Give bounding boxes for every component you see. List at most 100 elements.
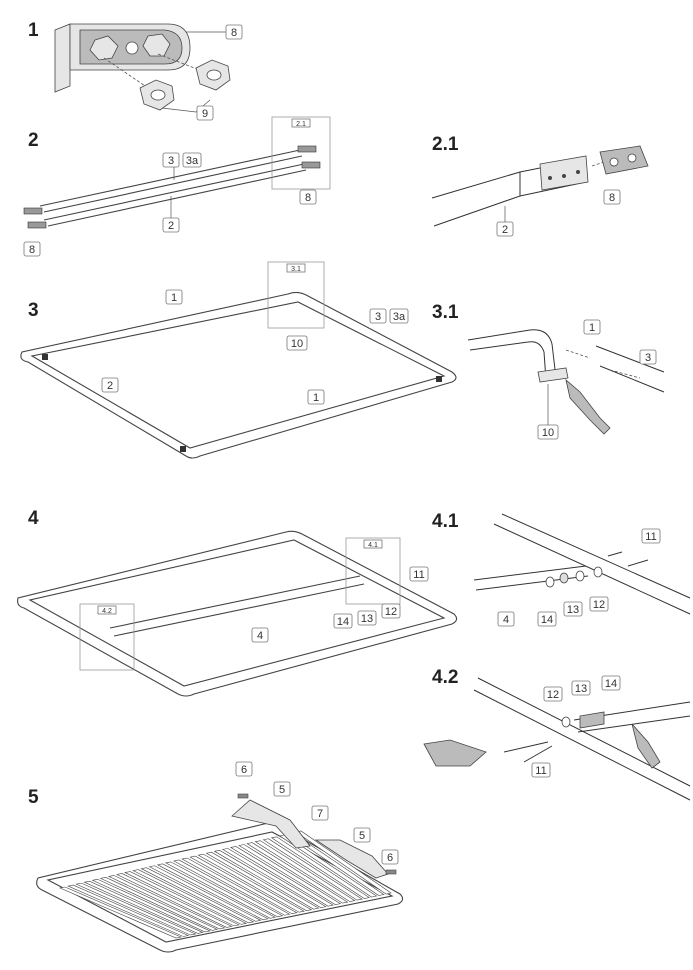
callout-5-top: 5 [279,784,285,796]
callout-box [639,349,657,365]
step-1-label: 1 [28,20,39,41]
slat [124,871,240,927]
slat [83,880,204,934]
callout-12-step4: 12 [385,606,397,618]
slat [181,857,291,916]
callout-box [353,827,371,843]
nut-left [139,79,175,111]
callout-13-step4-1: 13 [567,604,579,616]
callout-3: 3 [168,155,174,167]
callout-box [583,319,601,335]
step-5-label: 5 [28,787,39,808]
detail-tag-box [363,539,383,549]
callout-box [409,566,429,582]
callout-box [589,596,609,612]
callout-box [311,805,329,821]
slat [107,875,226,930]
callout-8-step1: 8 [231,27,237,39]
slat [221,848,327,908]
detail-tag-3-1: 3.1 [291,266,301,273]
side-rails-step5 [231,793,397,879]
slat [205,851,313,912]
slat [197,853,305,913]
callout-box [641,528,661,544]
detail-frame-4-2 [79,603,135,671]
slat [75,882,197,936]
slat [148,865,262,922]
slat [99,877,219,931]
callout-1-step3-top: 1 [171,292,177,304]
slat [67,884,190,937]
slatted-base-illustration [36,822,404,953]
callout-12-step4-1: 12 [593,599,605,611]
callout-2-step2-1: 2 [502,224,508,236]
callout-box [357,610,377,626]
step-4-1-label: 4.1 [432,511,459,532]
callout-box [162,152,180,168]
slat [116,873,233,928]
slat [238,844,342,905]
step-2-label: 2 [28,130,39,151]
crossbar-end-detail [423,677,691,801]
slat [230,846,334,907]
callout-box [307,389,325,405]
detail-tag-box [286,263,306,273]
callout-box [165,289,183,305]
slat [295,830,392,895]
nut-right [195,59,231,91]
callout-box [182,152,202,168]
callout-8-step2-right: 8 [305,192,311,204]
detail-tag-box [97,605,117,615]
callout-8-step2-left: 8 [29,244,35,256]
detail-frame-4-1 [345,537,401,605]
slat [173,859,284,918]
slat [189,855,298,915]
side-rails-illustration [23,145,321,229]
callout-box [286,335,308,351]
slat [156,863,269,921]
callout-13-step4-2: 13 [575,683,587,695]
rail-end-detail [431,145,649,227]
callout-11-step4-1: 11 [645,531,656,543]
callout-box [235,761,253,777]
callout-1-step3-1: 1 [589,322,595,334]
callout-6-top: 6 [241,764,247,776]
callout-4-step4: 4 [257,630,263,642]
slat [132,869,248,925]
callout-10-step3-1: 10 [542,427,554,439]
callout-3a: 3a [186,155,199,167]
bracket-with-nuts-illustration [54,23,211,93]
callout-14-step4-2: 14 [605,678,617,690]
assembled-frame-illustration [20,291,457,459]
detail-frame-3-1 [267,261,325,329]
slat [254,840,356,902]
slat [58,886,183,939]
callout-12-step4-2: 12 [547,689,559,701]
callout-7: 7 [317,808,323,820]
callout-box [333,613,353,629]
callout-14-step4-1: 14 [541,614,553,626]
detail-tag-4-2: 4.2 [102,608,112,615]
callout-3-step3: 3 [375,311,381,323]
callout-3-step3-1: 3 [645,352,651,364]
callout-box [251,627,269,643]
callout-box [101,377,119,393]
callout-5-bottom: 5 [359,830,365,842]
callout-box [381,849,399,865]
callout-box [273,781,291,797]
slat [278,834,378,898]
callout-13-step4: 13 [361,613,373,625]
callout-box [571,680,591,696]
callout-box [299,189,317,205]
detail-tag-box [291,118,311,128]
step-2-1-label: 2.1 [432,134,459,155]
callout-box [23,241,41,257]
callout-3a-step3: 3a [393,311,406,323]
callout-11-step4: 11 [413,569,424,581]
frame-with-crossbar-illustration [17,530,458,697]
callout-box [563,601,583,617]
callout-box [543,686,563,702]
callout-box [497,611,515,627]
slat [164,861,277,919]
slat [262,838,363,901]
